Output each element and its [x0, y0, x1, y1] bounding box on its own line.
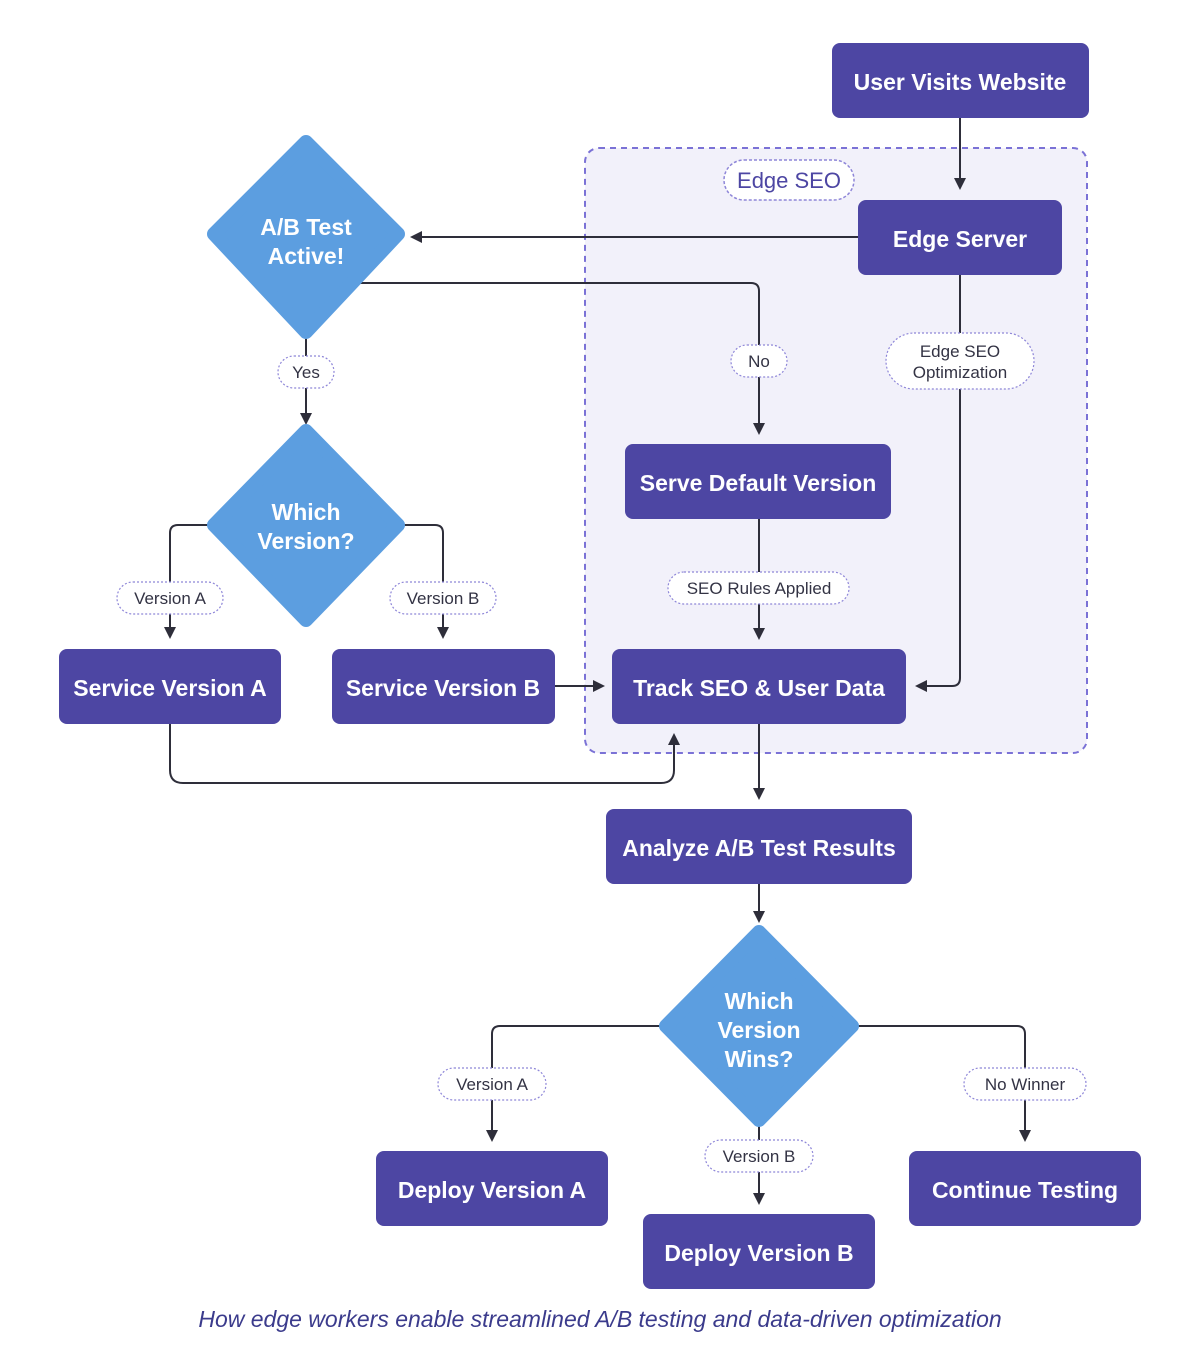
label-version-b: Version B	[389, 581, 497, 615]
node-track-seo-user-data: Track SEO & User Data	[612, 649, 906, 724]
svg-text:Version A: Version A	[134, 589, 206, 608]
svg-text:Version B: Version B	[407, 589, 480, 608]
edge-wins-to-continue	[852, 1025, 1031, 1142]
label-no-winner: No Winner	[963, 1067, 1087, 1101]
node-continue-testing: Continue Testing	[909, 1151, 1141, 1226]
edge-a-to-track	[169, 724, 680, 784]
svg-text:Deploy Version A: Deploy Version A	[398, 1177, 586, 1203]
svg-text:Serve Default Version: Serve Default Version	[640, 470, 877, 496]
node-deploy-version-b: Deploy Version B	[643, 1214, 875, 1289]
svg-text:SEO Rules Applied: SEO Rules Applied	[687, 579, 832, 598]
svg-text:Version?: Version?	[257, 528, 354, 554]
decision-which-version-wins: Which Version Wins?	[659, 925, 859, 1127]
svg-text:Version: Version	[717, 1017, 800, 1043]
node-edge-server: Edge Server	[858, 200, 1062, 275]
edge-which-to-a	[164, 524, 214, 639]
label-seo-rules-applied: SEO Rules Applied	[667, 571, 850, 605]
svg-text:Which: Which	[725, 988, 794, 1014]
svg-text:Optimization: Optimization	[913, 363, 1007, 382]
label-wins-version-b: Version B	[704, 1139, 814, 1173]
node-deploy-version-a: Deploy Version A	[376, 1151, 608, 1226]
svg-text:No Winner: No Winner	[985, 1075, 1066, 1094]
edge-seo-group-label: Edge SEO	[723, 159, 855, 201]
svg-text:Edge SEO: Edge SEO	[737, 168, 841, 193]
edge-server-to-track	[915, 275, 961, 692]
edge-wins-to-deploy-a	[486, 1025, 666, 1142]
svg-text:No: No	[748, 352, 770, 371]
svg-text:User Visits Website: User Visits Website	[854, 69, 1067, 95]
svg-text:Active!: Active!	[268, 243, 345, 269]
svg-text:Yes: Yes	[292, 363, 320, 382]
svg-text:Continue Testing: Continue Testing	[932, 1177, 1118, 1203]
node-serve-default-version: Serve Default Version	[625, 444, 891, 519]
label-yes: Yes	[277, 355, 335, 389]
label-no: No	[730, 344, 788, 378]
svg-text:Wins?: Wins?	[725, 1046, 794, 1072]
edge-ab-no-to-default	[360, 282, 765, 435]
svg-text:Edge SEO: Edge SEO	[920, 342, 1000, 361]
label-edge-seo-optimization: Edge SEO Optimization	[885, 332, 1035, 390]
svg-text:Version B: Version B	[723, 1147, 796, 1166]
svg-text:A/B Test: A/B Test	[260, 214, 352, 240]
edge-which-to-b	[398, 524, 449, 639]
node-service-version-b: Service Version B	[332, 649, 555, 724]
label-wins-version-a: Version A	[437, 1067, 547, 1101]
figure-caption: How edge workers enable streamlined A/B …	[198, 1306, 1002, 1332]
decision-ab-test-active: A/B Test Active!	[207, 135, 405, 339]
svg-text:Service Version B: Service Version B	[346, 675, 540, 701]
node-service-version-a: Service Version A	[59, 649, 281, 724]
svg-text:Edge Server: Edge Server	[893, 226, 1027, 252]
decision-which-version: Which Version?	[207, 424, 405, 627]
svg-text:Which: Which	[272, 499, 341, 525]
node-user-visits-website: User Visits Website	[832, 43, 1089, 118]
svg-text:Deploy Version B: Deploy Version B	[664, 1240, 853, 1266]
svg-text:Service Version A: Service Version A	[73, 675, 266, 701]
node-analyze-ab-test-results: Analyze A/B Test Results	[606, 809, 912, 884]
svg-text:Version A: Version A	[456, 1075, 528, 1094]
label-version-a: Version A	[116, 581, 224, 615]
svg-text:Track SEO & User Data: Track SEO & User Data	[633, 675, 885, 701]
svg-text:Analyze A/B Test Results: Analyze A/B Test Results	[622, 835, 896, 861]
